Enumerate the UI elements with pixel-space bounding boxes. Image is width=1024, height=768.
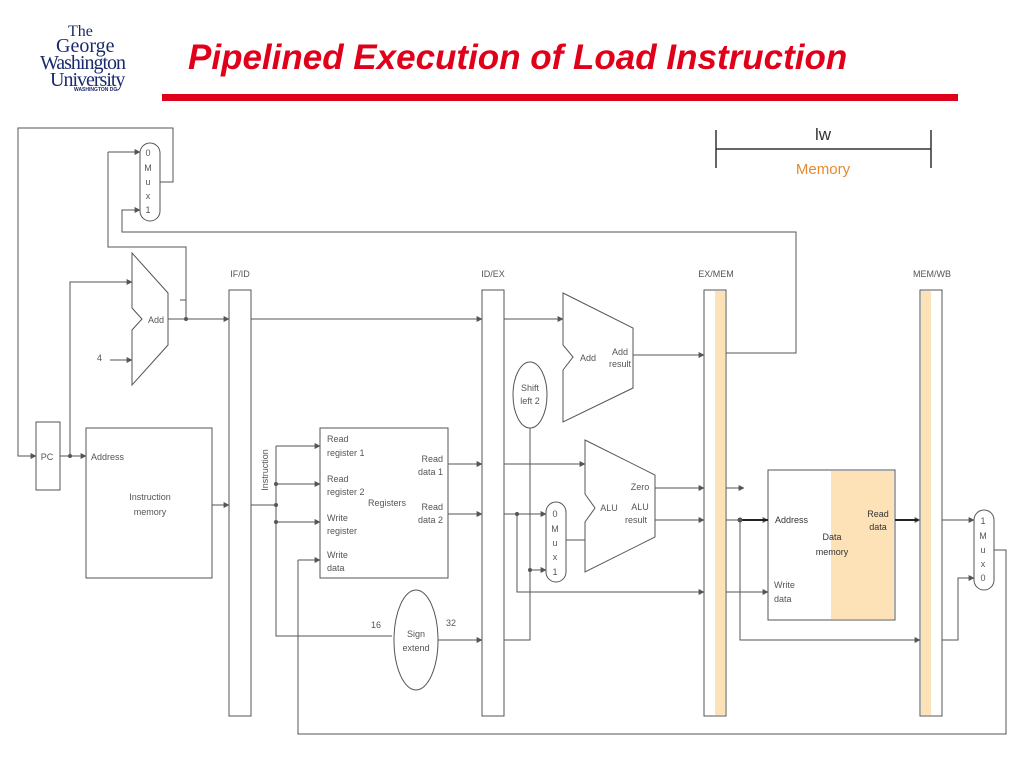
svg-text:Address: Address: [775, 515, 809, 525]
datapath-wires: [17, 127, 1007, 735]
memwb-label: MEM/WB: [913, 269, 951, 279]
svg-text:result: result: [625, 515, 648, 525]
svg-text:Zero: Zero: [631, 482, 650, 492]
logo-line-4: University: [50, 69, 125, 91]
svg-text:0: 0: [145, 148, 150, 158]
svg-text:data: data: [327, 563, 345, 573]
svg-text:Instruction: Instruction: [129, 492, 171, 502]
ifid-register: [228, 289, 252, 717]
svg-text:Address: Address: [91, 452, 125, 462]
svg-text:register: register: [327, 526, 357, 536]
svg-text:1: 1: [552, 567, 557, 577]
svg-text:data 1: data 1: [418, 467, 443, 477]
svg-text:PC: PC: [41, 452, 54, 462]
legend-instruction: lw: [815, 125, 832, 144]
svg-text:x: x: [981, 559, 986, 569]
logo-line-1: The: [68, 23, 93, 40]
svg-text:Read: Read: [327, 434, 349, 444]
pc-adder: Add: [131, 251, 169, 387]
svg-text:Read: Read: [867, 509, 889, 519]
logo-line-5: WASHINGTON DC: [74, 87, 117, 93]
svg-text:data: data: [869, 522, 887, 532]
constant-four: 4: [97, 353, 102, 363]
svg-text:Write: Write: [774, 580, 795, 590]
svg-text:M: M: [144, 163, 152, 173]
memwb-highlight: [921, 291, 931, 715]
svg-text:register 2: register 2: [327, 487, 365, 497]
svg-text:u: u: [145, 177, 150, 187]
alu: ALU Zero ALU result: [584, 439, 656, 573]
svg-text:0: 0: [552, 509, 557, 519]
svg-text:M: M: [551, 524, 559, 534]
svg-text:16: 16: [371, 620, 381, 630]
svg-text:Add: Add: [612, 347, 628, 357]
svg-text:u: u: [552, 538, 557, 548]
svg-text:memory: memory: [816, 547, 849, 557]
svg-text:32: 32: [446, 618, 456, 628]
svg-text:Add: Add: [580, 353, 596, 363]
shift-left-2: Shift left 2: [512, 361, 548, 429]
instruction-label: Instruction: [260, 449, 270, 491]
exmem-highlight: [715, 291, 725, 715]
svg-text:x: x: [146, 191, 151, 201]
svg-text:u: u: [980, 545, 985, 555]
svg-text:extend: extend: [402, 643, 429, 653]
legend-stage: Memory: [796, 161, 851, 178]
pipeline-registers: IF/ID ID/EX EX/MEM MEM/WB: [228, 269, 951, 717]
svg-text:Registers: Registers: [368, 498, 407, 508]
svg-text:Write: Write: [327, 513, 348, 523]
writeback-mux: 1 M u x 0: [973, 509, 995, 591]
pc-register: PC: [35, 421, 61, 491]
instruction-memory: Address Instruction memory: [85, 427, 213, 579]
logo-line-2: George: [56, 35, 115, 57]
idex-register: [481, 289, 505, 717]
svg-text:data: data: [774, 594, 792, 604]
svg-text:1: 1: [980, 516, 985, 526]
svg-text:Read: Read: [421, 454, 443, 464]
svg-text:x: x: [553, 552, 558, 562]
svg-text:data 2: data 2: [418, 515, 443, 525]
idex-label: ID/EX: [481, 269, 505, 279]
junction-dots: [68, 317, 743, 572]
stage-legend: lw Memory: [715, 125, 932, 178]
pc-mux: 0 M u x 1: [139, 142, 161, 222]
svg-text:Read: Read: [421, 502, 443, 512]
svg-text:ALU: ALU: [631, 502, 649, 512]
svg-text:Read: Read: [327, 474, 349, 484]
svg-text:Sign: Sign: [407, 629, 425, 639]
exmem-label: EX/MEM: [698, 269, 734, 279]
data-memory: Address Read data Data memory Write data: [767, 469, 896, 621]
svg-text:left 2: left 2: [520, 396, 540, 406]
svg-text:Data: Data: [822, 532, 841, 542]
branch-adder: Add Add result: [562, 292, 634, 423]
svg-text:1: 1: [145, 205, 150, 215]
university-logo: The George Washington University WASHING…: [40, 24, 165, 98]
svg-text:memory: memory: [134, 507, 167, 517]
logo-line-3: Washington: [40, 52, 126, 74]
svg-text:ALU: ALU: [600, 503, 618, 513]
svg-text:Add: Add: [148, 315, 164, 325]
svg-text:register 1: register 1: [327, 448, 365, 458]
page-title: Pipelined Execution of Load Instruction: [188, 38, 848, 77]
svg-text:Write: Write: [327, 550, 348, 560]
register-file: Read register 1 Read register 2 Write re…: [319, 427, 449, 579]
title-divider: [162, 94, 958, 101]
svg-text:M: M: [979, 531, 987, 541]
ifid-label: IF/ID: [230, 269, 250, 279]
svg-text:0: 0: [980, 573, 985, 583]
alu-mux: 0 M u x 1: [545, 501, 567, 583]
svg-text:result: result: [609, 359, 632, 369]
svg-text:Shift: Shift: [521, 383, 540, 393]
